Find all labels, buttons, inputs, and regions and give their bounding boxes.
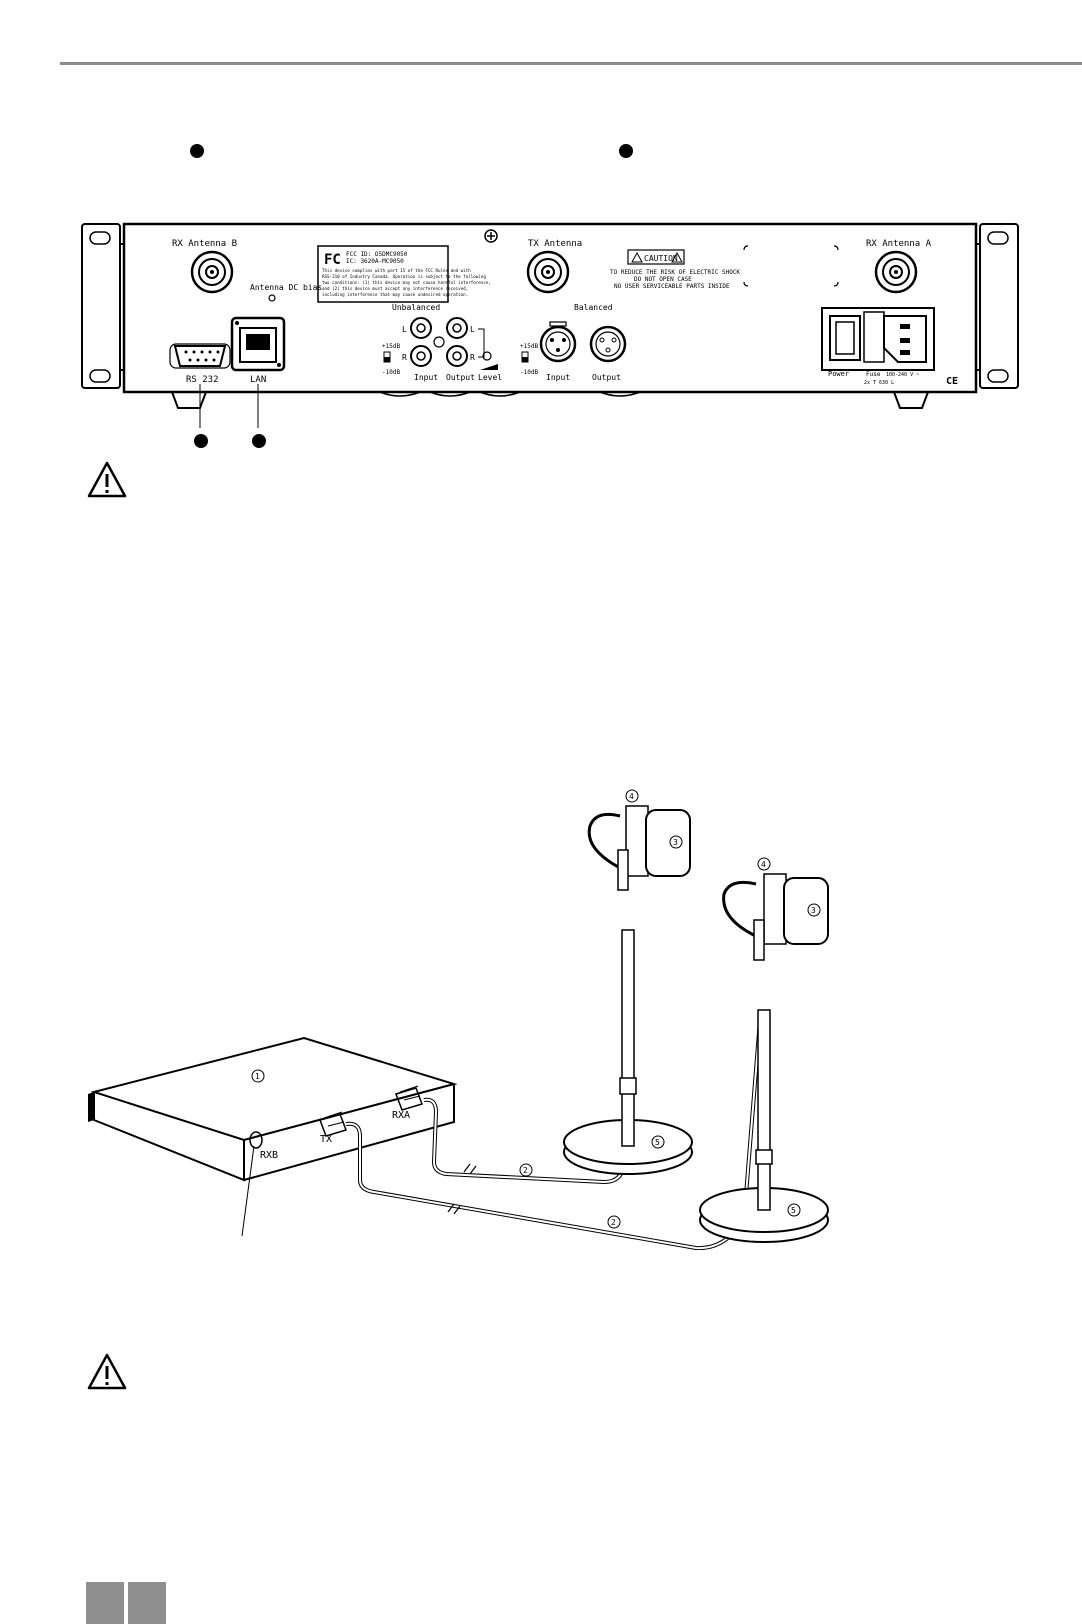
fcc-text-line: and (2) this device must accept any inte… [322,286,468,291]
l-label: L [470,325,475,334]
caution-title: CAUTION [644,254,678,263]
callout-dot [194,434,208,448]
output-label: Output [446,373,475,382]
tx-antenna-label: TX Antenna [528,239,582,249]
l-label: L [402,325,407,334]
callout-number: 5 [655,1138,660,1147]
caution-line: TO REDUCE THE RISK OF ELECTRIC SHOCK [610,269,740,276]
fuse-rating-label: 2x T 630 L [864,380,894,386]
antenna-setup-diagram: 1 RXB TX RXA 2 2 5 3 4 5 3 4 [88,789,829,1250]
callout-number: 3 [811,906,816,915]
fcc-logo: FC [324,252,341,268]
rxb-label: RXB [260,1150,278,1161]
fcc-text-line: This device complies with part 15 of the… [322,268,471,273]
caution-line: DO NOT OPEN CASE [634,276,692,283]
fcc-text-line: including interference that may cause un… [322,292,468,297]
callout-number: 1 [255,1072,260,1081]
callout-number: 3 [673,838,678,847]
rear-panel-diagram: RX Antenna B Antenna DC bias FC FCC ID: … [81,222,1019,428]
plus15-label: +15dB [520,343,538,350]
fcc-text-line: two conditions: (1) this device may not … [322,280,491,285]
warning-icon [87,461,127,498]
minus10-label: -10dB [382,369,400,376]
power-label: Power [828,370,849,378]
fcc-text-line: RSS-210 of Industry Canada. Operation is… [322,274,486,279]
input-label: Input [546,373,570,382]
callout-dot [619,144,633,158]
unbalanced-label: Unbalanced [392,303,440,312]
callout-number: 2 [611,1218,616,1227]
minus10-label: -10dB [520,369,538,376]
voltage-label: 100-240 V ~ [886,372,919,378]
footer-box [128,1582,166,1624]
lan-label: LAN [250,375,266,385]
ic-id: IC: 3620A-MC9050 [346,258,404,265]
callout-number: 4 [629,792,634,801]
warning-icon [87,1353,127,1390]
r-label: R [402,353,407,362]
plus15-label: +15dB [382,343,400,350]
header-rule [60,62,1082,65]
output-label: Output [592,373,621,382]
rx-antenna-b-label: RX Antenna B [172,239,237,249]
antenna-dc-bias-label: Antenna DC bias [250,283,322,292]
rx-antenna-a-label: RX Antenna A [866,239,932,249]
fcc-id: FCC ID: O5DMC9050 [346,251,408,258]
rxa-label: RXA [392,1110,410,1121]
callout-number: 4 [761,860,766,869]
caution-line: NO USER SERVICEABLE PARTS INSIDE [614,283,730,290]
callout-number: 5 [791,1206,796,1215]
callout-dot [252,434,266,448]
tx-label: TX [320,1134,332,1145]
rs232-label: RS 232 [186,375,219,385]
callout-dot [190,144,204,158]
fuse-label: Fuse [866,371,881,378]
callout-number: 2 [523,1166,528,1175]
balanced-label: Balanced [574,303,613,312]
level-label: Level [478,373,502,382]
r-label: R [470,353,475,362]
footer-box [86,1582,124,1624]
input-label: Input [414,373,438,382]
ce-mark: CE [946,376,958,387]
